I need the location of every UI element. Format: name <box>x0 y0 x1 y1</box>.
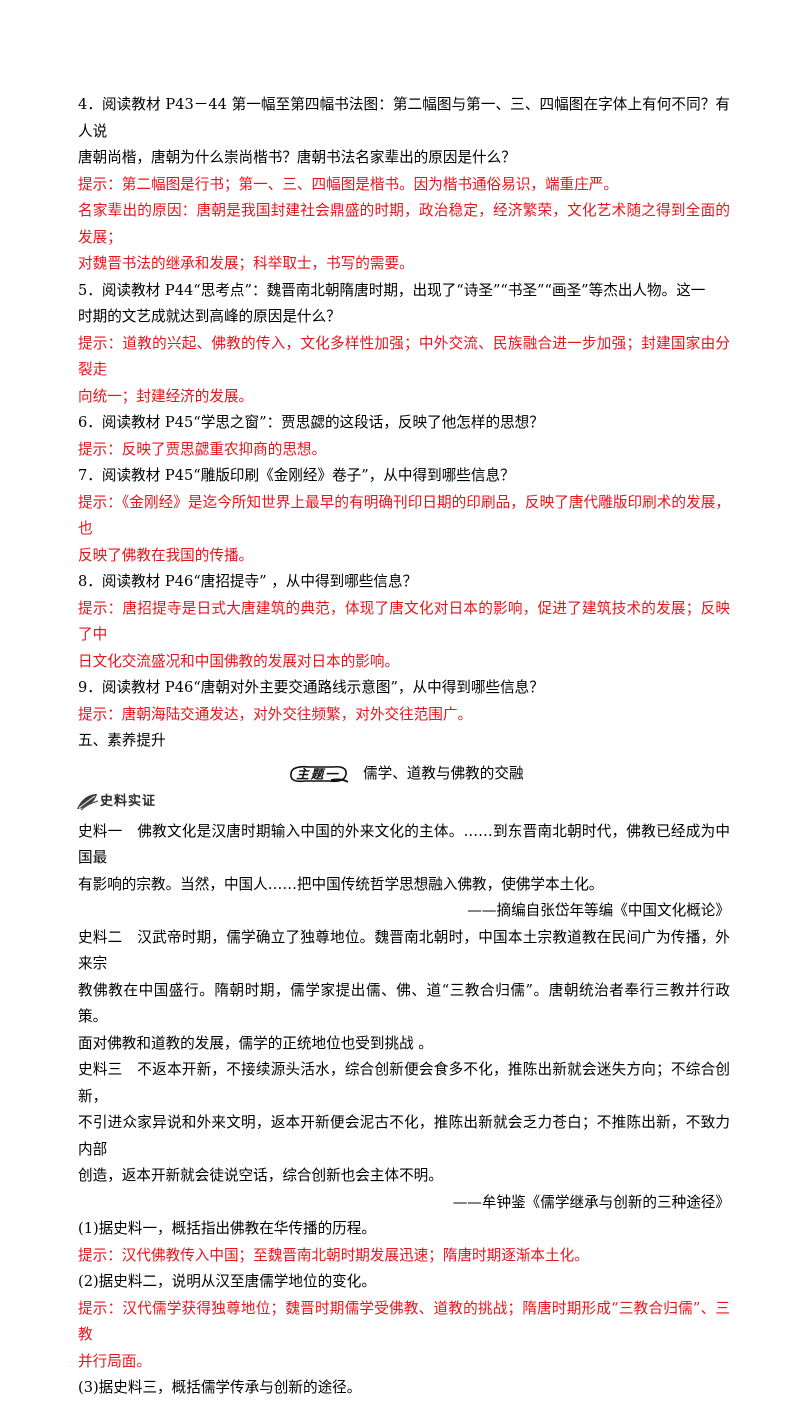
section-tag-historical-evidence: 史料实证 <box>77 791 730 813</box>
theme-heading: 主题一 儒学、道教与佛教的交融 <box>78 757 730 791</box>
source-1-line-2: 有影响的宗教。当然，中国人……把中国传统哲学思想融入佛教，使佛学本土化。 <box>78 875 604 893</box>
hint-6: 提示：反映了贾思勰重农抑商的思想。 <box>78 440 327 458</box>
hint-5-line-2: 向统一；封建经济的发展。 <box>78 387 254 405</box>
hint-9: 提示：唐朝海陆交通发达，对外交往频繁，对外交往范围广。 <box>78 705 473 723</box>
question-4-line-1: 4．阅读教材 P43－44 第一幅至第四幅书法图：第二幅图与第一、三、四幅图在字… <box>78 96 730 140</box>
source-3-line-3: 创造，返本开新就会徒说空话，综合创新也会主体不明。 <box>78 1167 443 1184</box>
theme-title: 儒学、道教与佛教的交融 <box>363 764 524 782</box>
sub-question-2: (2)据史料二，说明从汉至唐儒学地位的变化。 <box>78 1273 376 1290</box>
hint-8-line-1: 提示：唐招提寺是日式大唐建筑的典范，体现了唐文化对日本的影响，促进了建筑技术的发… <box>78 599 730 644</box>
hint-4-line-2: 名家辈出的原因：唐朝是我国封建社会鼎盛的时期，政治稳定，经济繁荣，文化艺术随之得… <box>78 202 730 246</box>
source-2-line-2: 教佛教在中国盛行。隋朝时期，儒学家提出儒、佛、道“三教合归儒”。唐朝统治者奉行三… <box>78 981 730 1026</box>
hint-4-line-3: 对魏晋书法的继承和发展；科举取士，书写的需要。 <box>78 255 414 272</box>
question-4-line-2: 唐朝尚楷，唐朝为什么崇尚楷书？唐朝书法名家辈出的原因是什么？ <box>78 149 516 166</box>
source-3-line-1: 史料三 不返本开新，不接续源头活水，综合创新便会食多不化，推陈出新就会迷失方向；… <box>78 1061 730 1105</box>
source-3-citation: ——牟钟鉴《儒学继承与创新的三种途径》 <box>452 1193 730 1211</box>
document-page: 4．阅读教材 P43－44 第一幅至第四幅书法图：第二幅图与第一、三、四幅图在字… <box>77 92 730 1402</box>
source-2-line-3: 面对佛教和道教的发展，儒学的正统地位也受到挑战 。 <box>78 1034 433 1052</box>
sub-hint-1: 提示：汉代佛教传入中国；至魏晋南北朝时期发展迅速；隋唐时期逐渐本土化。 <box>78 1246 589 1264</box>
source-2-line-1: 史料二 汉武帝时期，儒学确立了独尊地位。魏晋南北朝时，中国本土宗教道教在民间广为… <box>78 928 730 973</box>
question-5-line-1: 5．阅读教材 P44“思考点”：魏晋南北朝隋唐时期，出现了“诗圣”“书圣”“画圣… <box>78 281 706 299</box>
hint-8-line-2: 日文化交流盛况和中国佛教的发展对日本的影响。 <box>78 652 400 670</box>
sub-hint-2-line-2: 并行局面。 <box>78 1352 151 1370</box>
hint-7-line-2: 反映了佛教在我国的传播。 <box>78 546 254 564</box>
theme-badge-icon: 主题一 <box>290 765 349 783</box>
hint-5-line-1: 提示：道教的兴起、佛教的传入，文化多样性加强；中外交流、民族融合进一步加强；封建… <box>78 334 730 379</box>
source-1-citation: ——摘编自张岱年等编《中国文化概论》 <box>467 902 730 919</box>
theme-badge-text: 主题一 <box>296 766 340 781</box>
question-5-line-2: 时期的文艺成就达到高峰的原因是什么？ <box>78 308 341 325</box>
hint-4-line-1: 提示：第二幅图是行书；第一、三、四幅图是楷书。因为楷书通俗易识，端重庄严。 <box>78 175 618 193</box>
section-tag-text: 史料实证 <box>100 793 157 809</box>
source-1-line-1: 史料一 佛教文化是汉唐时期输入中国的外来文化的主体。……到东晋南北朝时代，佛教已… <box>78 822 730 867</box>
sub-hint-2-line-1: 提示：汉代儒学获得独尊地位；魏晋时期儒学受佛教、道教的挑战；隋唐时期形成“三教合… <box>78 1299 730 1344</box>
question-8: 8．阅读教材 P46“唐招提寺” ，从中得到哪些信息？ <box>78 573 418 590</box>
sub-question-3: (3)据史料三，概括儒学传承与创新的途径。 <box>78 1379 362 1396</box>
source-3-line-2: 不引进众家异说和外来文明，返本开新便会泥古不化，推陈出新就会乏力苍白；不推陈出新… <box>78 1114 730 1158</box>
hint-7-line-1: 提示：《金刚经》是迄今所知世界上最早的有明确刊印日期的印刷品，反映了唐代雕版印刷… <box>78 493 730 538</box>
section-5-heading: 五、素养提升 <box>78 732 166 749</box>
sub-question-1: (1)据史料一，概括指出佛教在华传播的历程。 <box>78 1220 376 1237</box>
question-7: 7．阅读教材 P45“雕版印刷《金刚经》卷子”，从中得到哪些信息？ <box>78 467 515 484</box>
question-6: 6．阅读教材 P45“学思之窗”：贾思勰的这段话，反映了他怎样的思想？ <box>78 414 544 431</box>
question-9: 9．阅读教材 P46“唐朝对外主要交通路线示意图”，从中得到哪些信息？ <box>78 679 544 696</box>
leaf-icon <box>77 793 99 810</box>
